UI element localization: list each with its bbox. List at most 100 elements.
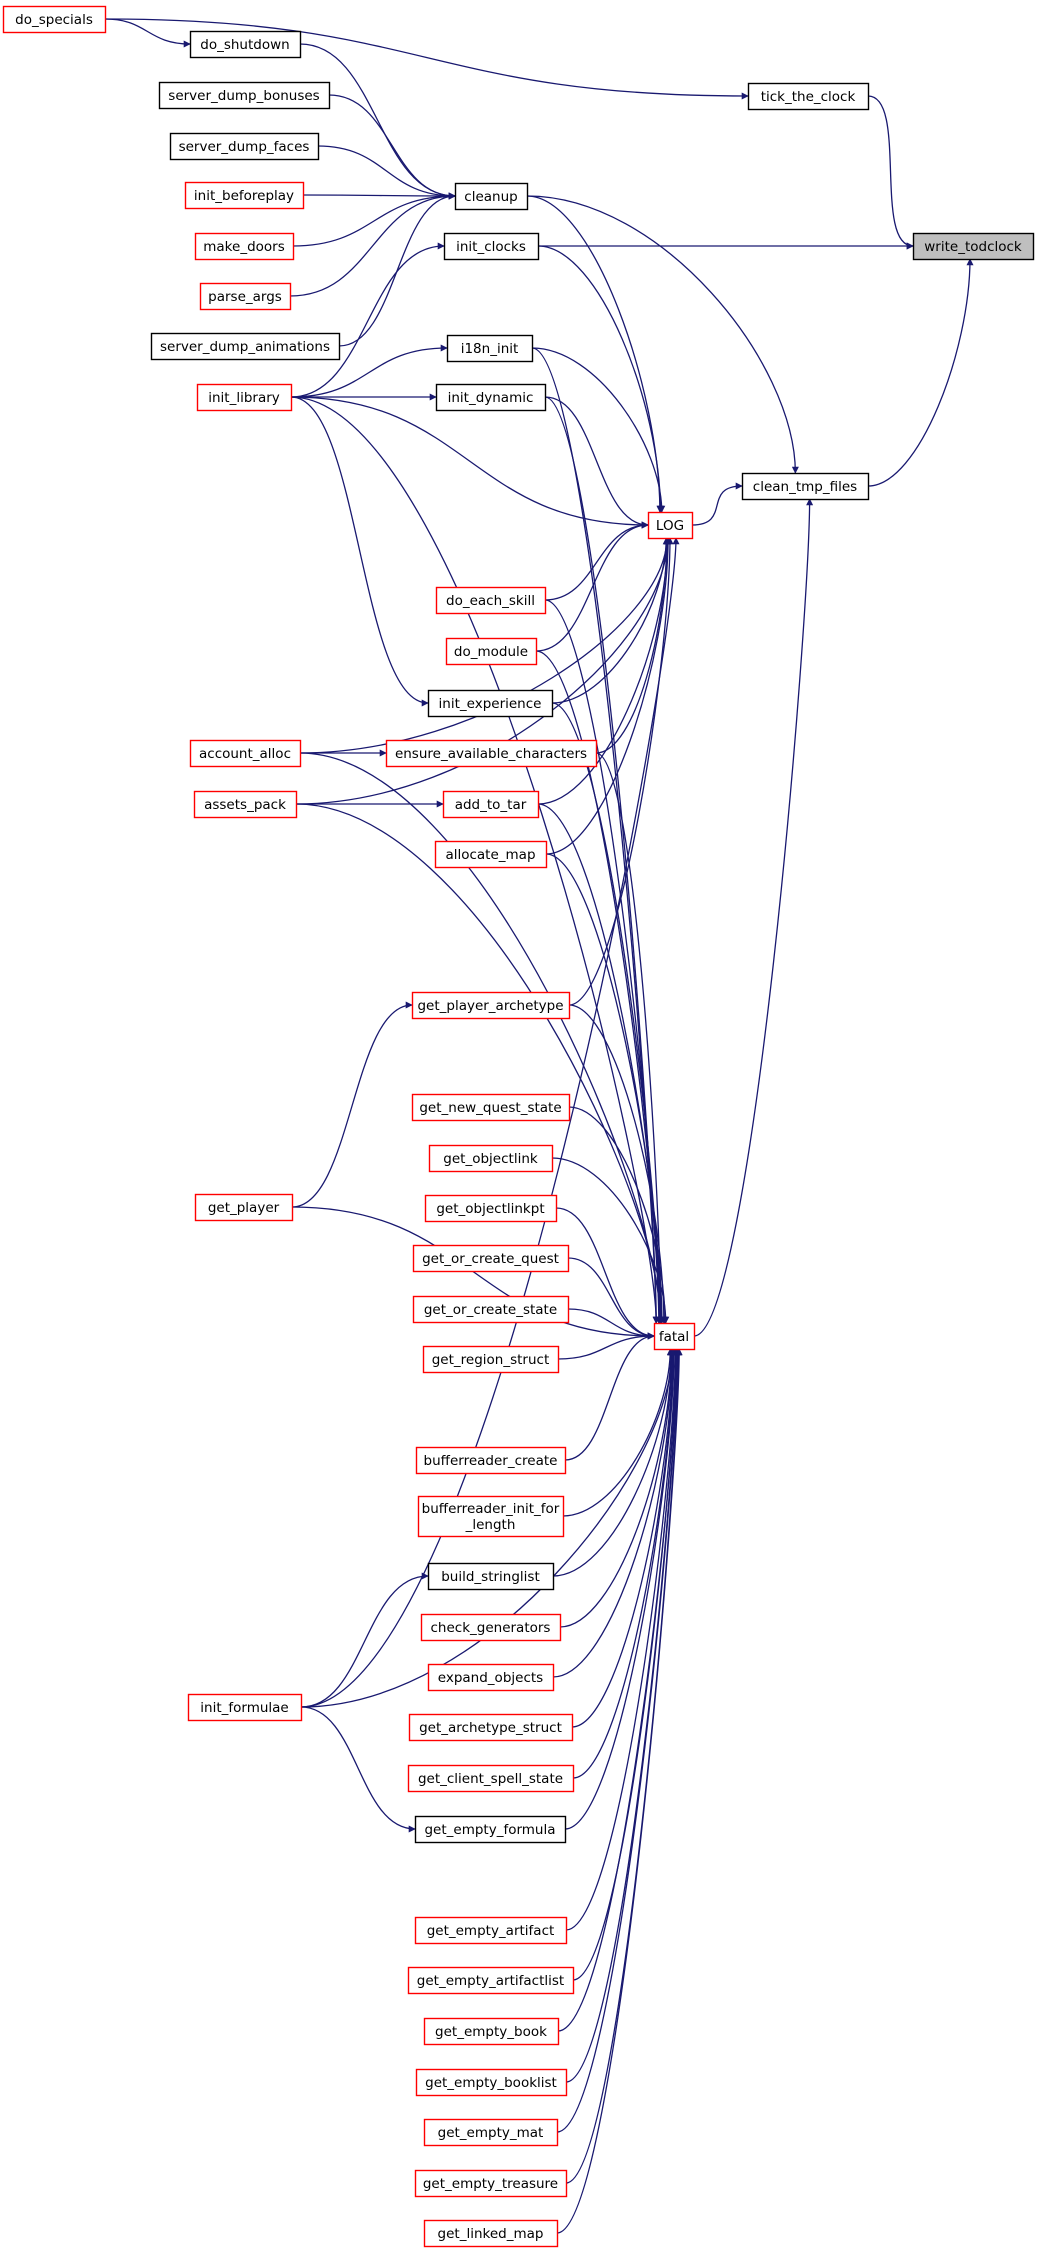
call-edge-get_linked_map-to-fatal: [556, 1348, 683, 2234]
node-init-formulae[interactable]: init_formulae: [187, 1693, 303, 1722]
node-fatal[interactable]: fatal: [653, 1322, 696, 1351]
call-edge-i18n_init-to-fatal: [531, 347, 660, 1324]
call-edge-tick_the_clock-to-write_todclock: [867, 95, 914, 250]
node-init-dynamic[interactable]: init_dynamic: [435, 383, 547, 412]
node-expand-objects[interactable]: expand_objects: [427, 1663, 555, 1692]
call-edge-server_dump_bonuses-to-cleanup: [328, 94, 456, 200]
node-ensure-available-characters[interactable]: ensure_available_characters: [385, 739, 598, 768]
node-get-empty-booklist[interactable]: get_empty_booklist: [415, 2068, 568, 2097]
node-get-region-struct[interactable]: get_region_struct: [422, 1345, 560, 1374]
node-do-each-skill[interactable]: do_each_skill: [435, 586, 547, 615]
call-edge-get_new_quest_state-to-fatal: [568, 1106, 669, 1324]
edge-layer: [104, 18, 974, 2234]
node-box: [912, 232, 1035, 261]
node-allocate-map[interactable]: allocate_map: [434, 840, 548, 869]
call-edge-get_empty_artifact-to-fatal: [565, 1348, 679, 1931]
node-label: bufferreader_init_for_length: [422, 1501, 560, 1533]
node-clean-tmp-files[interactable]: clean_tmp_files: [741, 472, 870, 501]
node-label: get_or_create_state: [424, 1302, 557, 1318]
call-edge-cleanup-to-LOG: [526, 195, 664, 513]
node-get-new-quest-state[interactable]: get_new_quest_state: [411, 1093, 571, 1122]
node-init-clocks[interactable]: init_clocks: [443, 232, 540, 261]
node-get-client-spell-state[interactable]: get_client_spell_state: [407, 1764, 575, 1793]
node-box: [427, 1663, 555, 1692]
node-label: server_dump_faces: [179, 139, 310, 155]
node-init-beforeplay[interactable]: init_beforeplay: [184, 181, 305, 210]
node-label: init_library: [208, 390, 280, 406]
call-edge-init_library-to-fatal: [290, 396, 660, 1324]
node-box: [199, 282, 292, 311]
node-parse-args[interactable]: parse_args: [199, 282, 292, 311]
node-label: get_empty_book: [435, 2024, 547, 2040]
node-LOG[interactable]: LOG: [647, 511, 694, 540]
call-edge-LOG-to-clean_tmp_files: [691, 482, 743, 526]
call-edge-init_dynamic-to-fatal: [544, 396, 660, 1324]
call-edge-get_objectlink-to-fatal: [551, 1157, 670, 1324]
node-get-linked-map[interactable]: get_linked_map: [423, 2219, 559, 2248]
node-box: [434, 840, 548, 869]
node-bufferreader-init-for-length[interactable]: bufferreader_init_for_length: [417, 1495, 565, 1538]
node-do-shutdown[interactable]: do_shutdown: [189, 30, 302, 59]
node-box: [741, 472, 870, 501]
node-do-specials[interactable]: do_specials: [2, 5, 107, 34]
node-label: do_module: [454, 644, 528, 660]
node-label: init_clocks: [456, 239, 526, 255]
node-bufferreader-create[interactable]: bufferreader_create: [415, 1446, 567, 1475]
node-label: get_empty_artifactlist: [417, 1973, 564, 1989]
node-get-player-archetype[interactable]: get_player_archetype: [411, 991, 571, 1020]
node-box: [2, 5, 107, 34]
call-edge-get_empty_mat-to-fatal: [556, 1348, 682, 2133]
node-account-alloc[interactable]: account_alloc: [189, 739, 302, 768]
node-get-objectlinkpt[interactable]: get_objectlinkpt: [424, 1194, 558, 1223]
call-edge-init_formulae-to-fatal: [300, 1348, 677, 1708]
node-box: [427, 689, 554, 718]
node-make-doors[interactable]: make_doors: [194, 232, 295, 261]
node-get-objectlink[interactable]: get_objectlink: [428, 1144, 554, 1173]
node-init-library[interactable]: init_library: [196, 383, 293, 412]
node-label: get_empty_artifact: [427, 1923, 555, 1939]
node-box: [428, 1144, 554, 1173]
node-label: get_new_quest_state: [419, 1100, 561, 1116]
node-server-dump-bonuses[interactable]: server_dump_bonuses: [158, 81, 331, 110]
node-box: [417, 1495, 565, 1538]
node-box: [415, 1446, 567, 1475]
node-box: [446, 334, 534, 363]
node-label: get_or_create_quest: [422, 1251, 559, 1267]
node-get-empty-artifact[interactable]: get_empty_artifact: [414, 1916, 568, 1945]
node-i18n-init[interactable]: i18n_init: [446, 334, 534, 363]
node-get-empty-formula[interactable]: get_empty_formula: [414, 1815, 567, 1844]
call-edge-build_stringlist-to-fatal: [552, 1348, 675, 1577]
node-get-player[interactable]: get_player: [194, 1193, 294, 1222]
node-get-or-create-state[interactable]: get_or_create_state: [412, 1295, 570, 1324]
node-do-module[interactable]: do_module: [445, 637, 538, 666]
call-edge-add_to_tar-to-LOG: [537, 537, 671, 805]
node-tick-the-clock[interactable]: tick_the_clock: [747, 82, 870, 111]
node-label: tick_the_clock: [761, 89, 856, 105]
node-cleanup[interactable]: cleanup: [454, 182, 529, 211]
node-get-empty-artifactlist[interactable]: get_empty_artifactlist: [407, 1966, 575, 1995]
node-server-dump-faces[interactable]: server_dump_faces: [169, 132, 320, 161]
call-edge-get_or_create_quest-to-fatal: [567, 1257, 655, 1340]
node-get-empty-book[interactable]: get_empty_book: [423, 2017, 560, 2046]
node-write-todclock[interactable]: write_todclock: [912, 232, 1035, 261]
call-edge-expand_objects-to-fatal: [552, 1348, 676, 1678]
node-label: init_experience: [439, 696, 542, 712]
node-box: [189, 739, 302, 768]
node-init-experience[interactable]: init_experience: [427, 689, 554, 718]
node-box: [443, 232, 540, 261]
node-label: do_each_skill: [446, 593, 535, 609]
node-get-or-create-quest[interactable]: get_or_create_quest: [412, 1244, 570, 1273]
node-label: init_dynamic: [448, 390, 534, 406]
call-edge-get_or_create_state-to-fatal: [567, 1308, 655, 1340]
node-build-stringlist[interactable]: build_stringlist: [427, 1562, 555, 1591]
node-add-to-tar[interactable]: add_to_tar: [442, 790, 540, 819]
call-edge-parse_args-to-cleanup: [289, 192, 456, 297]
node-box: [412, 1295, 570, 1324]
node-get-empty-treasure[interactable]: get_empty_treasure: [414, 2169, 568, 2198]
node-server-dump-animations[interactable]: server_dump_animations: [150, 332, 341, 361]
node-get-archetype-struct[interactable]: get_archetype_struct: [408, 1713, 574, 1742]
node-check-generators[interactable]: check_generators: [420, 1613, 562, 1642]
node-get-empty-mat[interactable]: get_empty_mat: [423, 2118, 559, 2147]
node-box: [653, 1322, 696, 1351]
node-assets-pack[interactable]: assets_pack: [193, 790, 298, 819]
